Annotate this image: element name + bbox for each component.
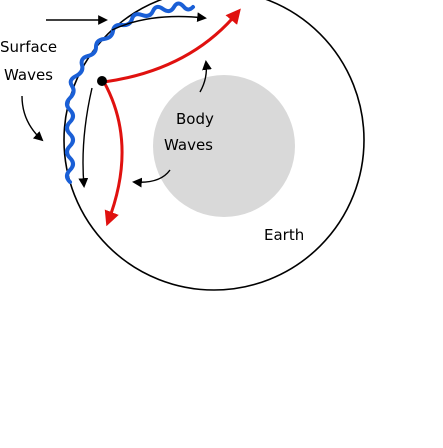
body-waves-label-line1: Body: [176, 110, 214, 128]
body-arrow-up: [199, 60, 212, 93]
epicenter-dot: [97, 76, 107, 86]
body-wave-ray-lower: [102, 81, 124, 227]
earth-core: [153, 75, 295, 217]
body-wave-ray-upper: [103, 8, 241, 84]
surface-waves-label-line2: Waves: [4, 66, 53, 84]
surface-arrow-down: [78, 87, 93, 188]
body-arrow-curl: [132, 169, 171, 188]
surface-arrow-upper: [111, 12, 207, 31]
surface-waves-label-line1: Surface: [0, 38, 57, 56]
surface-wave: [65, 1, 195, 184]
earth-label: Earth: [264, 226, 304, 244]
earth-outline: [63, 0, 365, 291]
body-waves-label-line2: Waves: [164, 136, 213, 154]
surface-arrow-left: [21, 95, 44, 142]
